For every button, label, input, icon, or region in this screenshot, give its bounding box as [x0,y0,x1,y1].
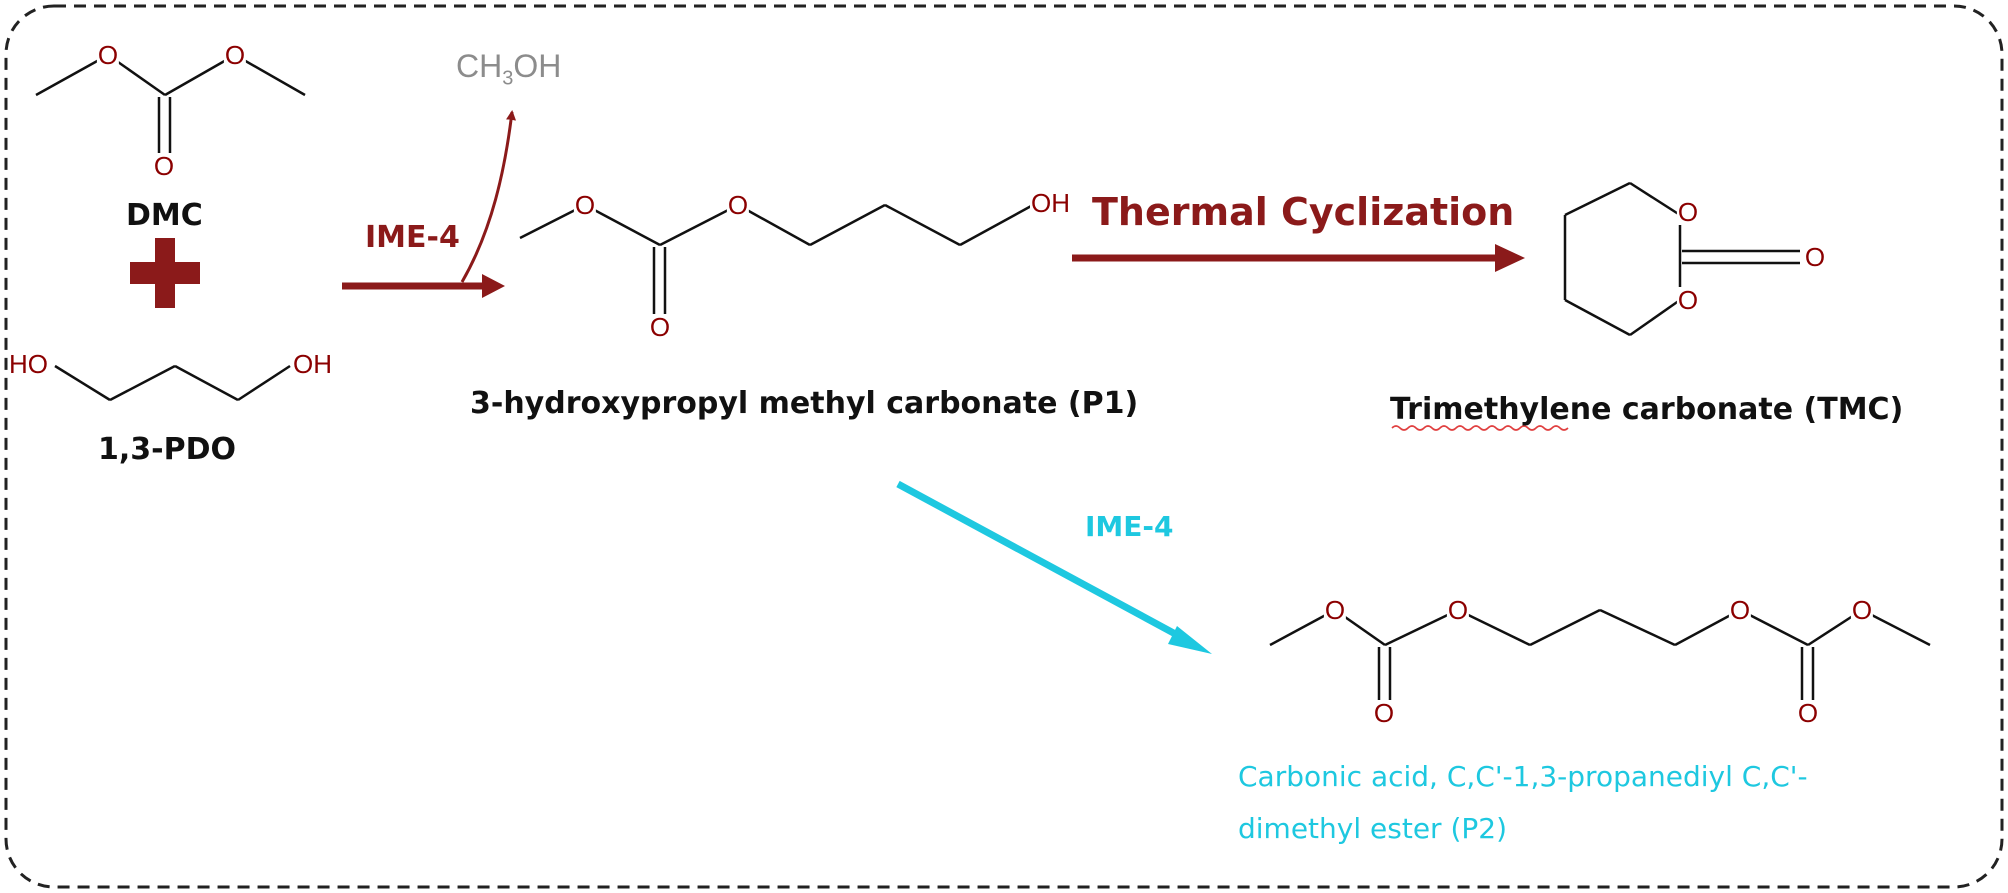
step1-catalyst-label: IME-4 [365,220,460,255]
p1-oxygen-2: O [726,190,750,220]
dmc-oxygen-1: O [96,40,120,70]
tmc-label: Trimethylene carbonate (TMC) [1390,392,1904,427]
p1-hydroxyl: OH [1030,188,1071,218]
tmc-oxygen-exo: O [1803,242,1827,272]
pdo-hydroxyl-right: OH [292,349,333,379]
p1-structure [519,203,1034,315]
methanol-tail: OH [513,48,562,84]
methanol-byproduct: CH3OH [456,48,561,90]
p2-label-line1: Carbonic acid, C,C'-1,3-propanediyl C,C'… [1238,760,1808,793]
step1-arrow [342,110,517,298]
step2-label: Thermal Cyclization [1092,190,1515,234]
spellcheck-underline [1391,425,1569,431]
tmc-structure [1563,181,1800,337]
p1-oxygen-1: O [573,190,597,220]
plus-sign [130,238,200,308]
dmc-structure [35,53,306,160]
p2-structure [1269,608,1931,700]
dmc-oxygen-3: O [152,151,176,181]
p2-label-line2: dimethyl ester (P2) [1238,812,1508,845]
tmc-oxygen-top: O [1676,197,1700,227]
p2-oxygen-3: O [1728,595,1752,625]
dmc-oxygen-2: O [223,40,247,70]
p1-oxygen-3: O [648,312,672,342]
p2-oxygen-4: O [1850,595,1874,625]
step3-arrow [896,480,1212,654]
dmc-label: DMC [126,198,203,233]
p1-label: 3-hydroxypropyl methyl carbonate (P1) [470,386,1139,421]
methanol-subscript: 3 [502,67,514,90]
pdo-structure [54,364,291,402]
step3-catalyst-label: IME-4 [1085,510,1174,543]
pdo-hydroxyl-left: HO [8,349,49,379]
p2-oxygen-1: O [1323,595,1347,625]
dashed-frame [4,4,2004,889]
p2-oxygen-6: O [1796,698,1820,728]
p2-oxygen-5: O [1372,698,1396,728]
tmc-oxygen-bottom: O [1676,285,1700,315]
methanol-main: CH [456,48,503,84]
step2-arrow [1072,244,1525,272]
p2-oxygen-2: O [1446,595,1470,625]
pdo-label: 1,3-PDO [98,432,236,467]
